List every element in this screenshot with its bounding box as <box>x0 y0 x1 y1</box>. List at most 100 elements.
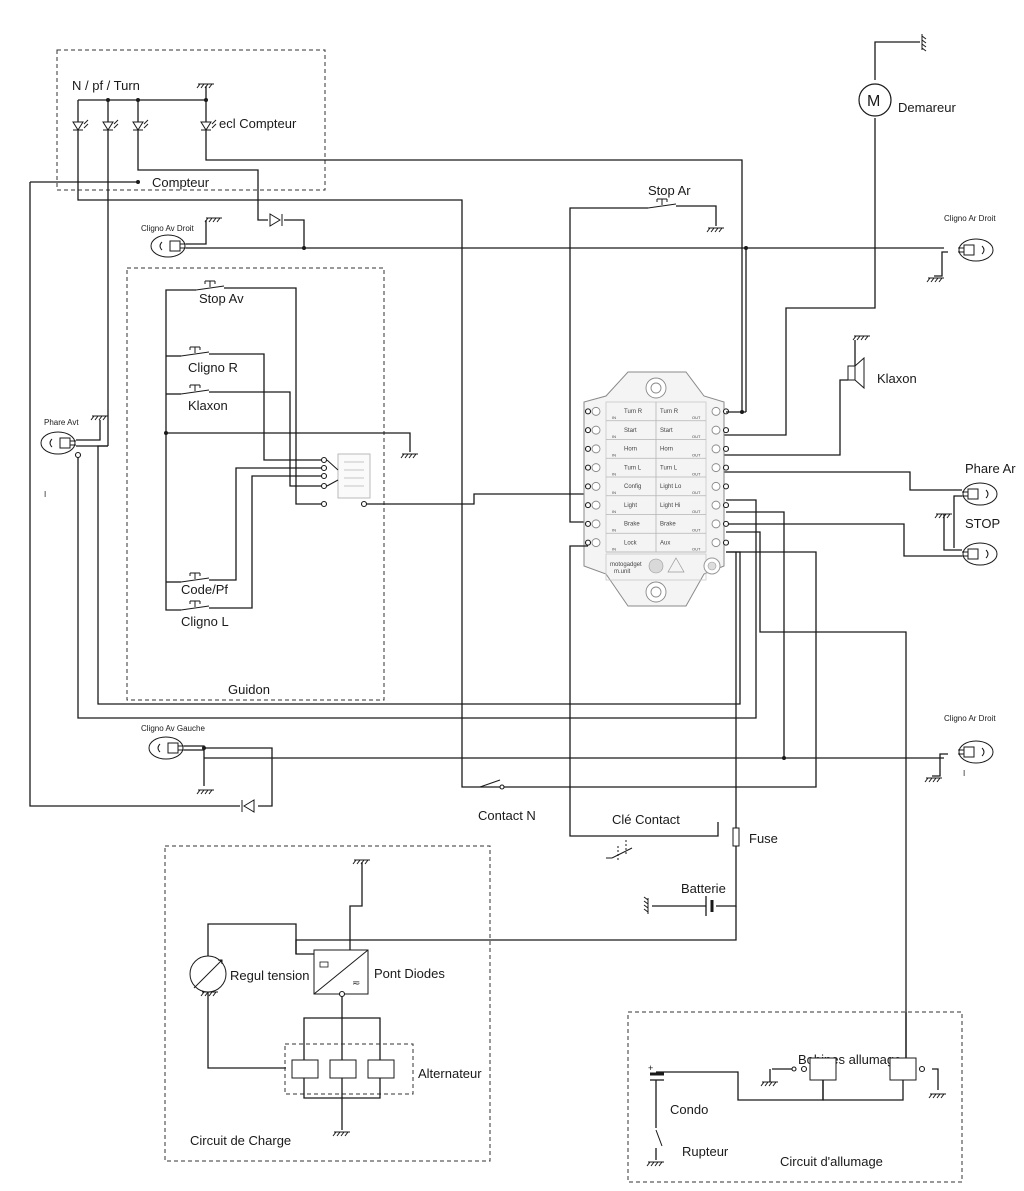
bobine-2-icon <box>889 1057 917 1081</box>
circuit-de-charge-label: Circuit de Charge <box>190 1133 291 1148</box>
guidon-box <box>126 267 385 701</box>
module-screw-in <box>591 444 601 454</box>
module-terminal-in <box>584 502 592 509</box>
module-screw-in <box>591 463 601 473</box>
stop-ar-label: Stop Ar <box>648 183 691 198</box>
rupteur-switch-icon <box>655 1129 663 1147</box>
cligno-av-droit-label: Cligno Av Droit <box>141 224 195 233</box>
module-pin-out-label: Brake <box>660 522 676 528</box>
module-pin-out-label: Turn L <box>660 465 678 471</box>
rupteur-label: Rupteur <box>682 1144 729 1159</box>
phare-ar-label: Phare Ar <box>965 461 1016 476</box>
module-in-tag: IN <box>612 509 616 514</box>
cligno-ar-droit-bottom-group: Cligno Ar Droit I <box>924 714 996 783</box>
pont-diodes-label: Pont Diodes <box>374 966 445 981</box>
horn-icon <box>854 356 865 390</box>
cligno-r-label: Cligno R <box>188 360 238 375</box>
bobine-1-icon <box>809 1057 837 1081</box>
module-in-tag: IN <box>612 434 616 439</box>
n-pf-turn-label: N / pf / Turn <box>72 78 140 93</box>
contact-n-group: Contact N <box>478 779 536 823</box>
module-pin-in-label: Lock <box>624 540 638 546</box>
cligno-r-switch-icon <box>180 346 210 357</box>
stop-bulb-icon <box>961 542 998 566</box>
regul-tension-icon <box>189 955 227 993</box>
module-pin-out-label: Light Hi <box>660 503 680 509</box>
condo-icon: + <box>648 1063 664 1081</box>
diode-turn-icon <box>269 213 283 227</box>
module-terminal-out <box>722 445 730 452</box>
module-pin-out-label: Start <box>660 428 673 434</box>
cligno-av-droit-bulb-icon <box>150 234 187 258</box>
coil-1-icon <box>291 1059 319 1079</box>
module-terminal-out <box>722 520 730 527</box>
klaxon-group: Klaxon <box>724 335 917 456</box>
module-pin-in-label: Horn <box>624 447 637 453</box>
demarreur-group: M Demareur <box>724 33 956 436</box>
contact-n-switch-icon <box>479 779 501 788</box>
stop-av-label: Stop Av <box>199 291 244 306</box>
cligno-ar-droit-bottom-bulb-icon <box>957 740 994 764</box>
module-pin-out-label: Horn <box>660 447 673 453</box>
module-terminal-out <box>722 464 730 471</box>
module-pin-out-label: Light Lo <box>660 484 682 490</box>
cligno-av-gauche-label: Cligno Av Gauche <box>141 724 205 733</box>
guidon-section: Guidon Stop Av Cligno R Klaxon Code/Pf C… <box>126 267 586 701</box>
stop-av-switch-icon <box>195 280 225 291</box>
module-out-tag: OUT <box>692 490 701 495</box>
guidon-label: Guidon <box>228 682 270 697</box>
fuse-group: Fuse <box>716 552 778 907</box>
demareur-label: Demareur <box>898 100 956 115</box>
module-terminal-in <box>584 483 592 490</box>
module-screw-in <box>591 538 601 548</box>
regul-tension-label: Regul tension <box>230 968 310 983</box>
handlebar-connector <box>320 453 371 508</box>
module-screw-in <box>591 500 601 510</box>
contact-n-label: Contact N <box>478 808 536 823</box>
module-in-tag: IN <box>612 490 616 495</box>
module-screw-out <box>711 519 721 529</box>
ecl-compteur-label: ecl Compteur <box>219 116 297 131</box>
circuit-de-charge-section: Circuit de Charge Regul tension ≂ Pont D… <box>164 845 491 1162</box>
module-screw-out <box>711 538 721 548</box>
starter-motor-icon <box>858 83 892 117</box>
module-terminal-in <box>584 539 592 546</box>
led-neutral-icon <box>72 119 89 131</box>
cligno-ar-droit-top-label: Cligno Ar Droit <box>944 214 996 223</box>
module-out-tag: OUT <box>692 509 701 514</box>
module-in-tag: IN <box>612 546 616 551</box>
module-out-tag: OUT <box>692 434 701 439</box>
alternateur-box <box>284 1043 414 1095</box>
module-screw-out <box>711 406 721 416</box>
module-terminal-in <box>584 464 592 471</box>
module-pin-in-label: Brake <box>624 522 640 528</box>
coil-2-icon <box>329 1059 357 1079</box>
module-pin-out-label: Aux <box>660 540 670 546</box>
module-screw-in <box>591 519 601 529</box>
phare-ar-bulb-icon <box>961 482 998 506</box>
circuit-allumage-label: Circuit d'allumage <box>780 1154 883 1169</box>
module-screw-out <box>711 481 721 491</box>
module-brand: motogadget <box>610 562 642 568</box>
phare-ar-group: Phare Ar STOP <box>724 461 1016 566</box>
module-pin-in-label: Turn R <box>624 409 643 415</box>
svg-text:≂: ≂ <box>352 978 360 989</box>
klaxon-switch-icon <box>180 384 210 395</box>
module-in-tag: IN <box>612 528 616 533</box>
phare-avt-label: Phare Avt <box>44 418 79 427</box>
module-screw-in <box>591 406 601 416</box>
module-screw-out <box>711 425 721 435</box>
module-pin-in-label: Start <box>624 428 637 434</box>
module-out-tag: OUT <box>692 546 701 551</box>
module-out-tag: OUT <box>692 453 701 458</box>
klaxon-label: Klaxon <box>877 371 917 386</box>
code-pf-label: Code/Pf <box>181 582 228 597</box>
cligno-av-droit-group: Cligno Av Droit <box>141 217 944 258</box>
